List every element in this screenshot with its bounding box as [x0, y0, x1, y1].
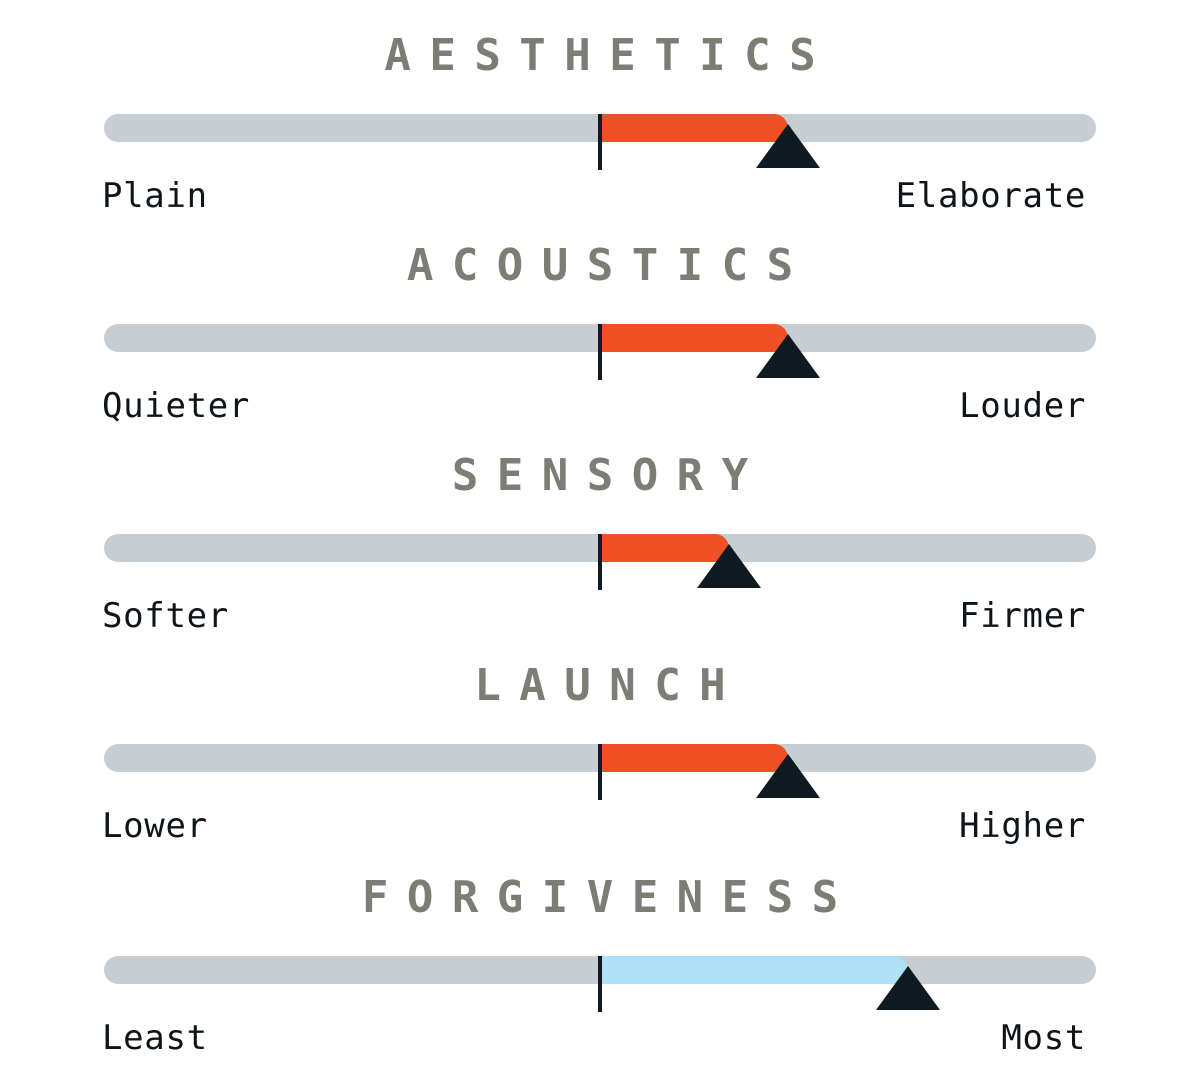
pointer-triangle-icon: [756, 754, 820, 798]
scale-left-label: Softer: [102, 596, 229, 636]
scale-left-label: Least: [102, 1018, 208, 1058]
scale-right-label: Most: [1001, 1018, 1086, 1058]
scale-right-label: Firmer: [959, 596, 1086, 636]
scale-left-label: Lower: [102, 806, 208, 846]
center-marker: [598, 744, 602, 800]
scale-title: SENSORY: [451, 450, 767, 501]
pointer-triangle-icon: [697, 544, 761, 588]
scale-left-label: Quieter: [102, 386, 251, 426]
scale-acoustics: ACOUSTICS Quieter Louder: [0, 210, 1200, 426]
center-marker: [598, 956, 602, 1012]
center-marker: [598, 324, 602, 380]
scale-title: FORGIVENESS: [361, 872, 857, 923]
scale-right-label: Elaborate: [895, 176, 1086, 216]
scale-forgiveness: FORGIVENESS Least Most: [0, 842, 1200, 1058]
scale-left-label: Plain: [102, 176, 208, 216]
pointer-triangle-icon: [876, 966, 940, 1010]
scale-launch: LAUNCH Lower Higher: [0, 630, 1200, 846]
scale-aesthetics: AESTHETICS Plain Elaborate: [0, 0, 1200, 216]
pointer-triangle-icon: [756, 124, 820, 168]
pointer-triangle-icon: [756, 334, 820, 378]
scale-title: AESTHETICS: [384, 30, 835, 81]
scale-title: LAUNCH: [474, 660, 745, 711]
center-marker: [598, 534, 602, 590]
scale-right-label: Higher: [959, 806, 1086, 846]
center-marker: [598, 114, 602, 170]
scale-right-label: Louder: [959, 386, 1086, 426]
scale-sensory: SENSORY Softer Firmer: [0, 420, 1200, 636]
scale-fill: [600, 956, 908, 984]
scale-title: ACOUSTICS: [406, 240, 812, 291]
